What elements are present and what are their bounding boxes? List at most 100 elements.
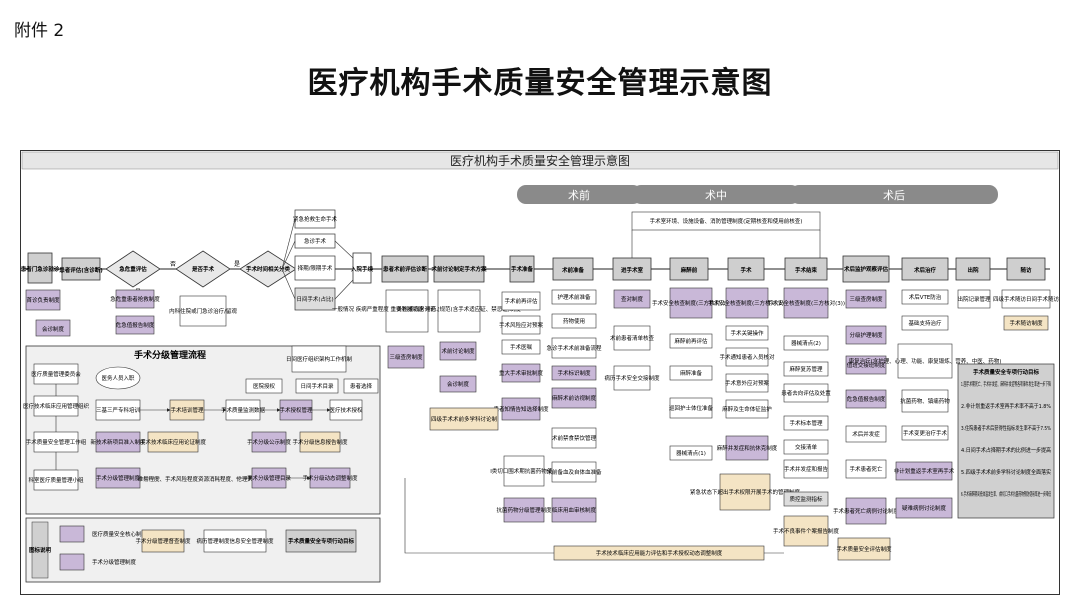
node-discharge: 出院 bbox=[967, 266, 979, 274]
note-critical-rescue: 急危重患者抢救制度 bbox=[110, 295, 160, 303]
preop-eval-details: 一般情况 疾病严重程度 重要脏器功能 用药、凝血 心理、营养 bbox=[332, 305, 482, 313]
pprep-fasting: 术前禁食禁饮管理 bbox=[552, 434, 597, 442]
day-surgery-catalog: 日间手术目录 bbox=[300, 382, 334, 390]
sprep-major-approval: 重大手术审批制度 bbox=[499, 369, 544, 377]
phase-intraop-bar bbox=[632, 185, 800, 204]
sprep-risk-plan: 手术风险应对预案 bbox=[499, 321, 544, 329]
goal-item-2: 2.非计划重返手术室再手术率不高于1.8% bbox=[961, 402, 1051, 410]
pprep-emergency-flow: 急诊手术术前准备流程 bbox=[546, 344, 602, 352]
goal-item-3: 3.住院患者手术后获得性指标发生率不高于7.5% bbox=[961, 424, 1051, 432]
end-adverse-report: 手术不良事件个案报告制度 bbox=[773, 527, 840, 535]
preop-discussion-rules: 外科或病房讨论 (规范(含手术适应证、禁忌证)制度 bbox=[397, 305, 521, 313]
goal-title: 手术质量安全专项行动目标 bbox=[973, 368, 1040, 376]
sprep-reassess: 手术前再评估 bbox=[504, 297, 538, 305]
followup-details: 四级手术随访日间手术随访 bbox=[993, 295, 1060, 303]
legend-swatch-goal bbox=[285, 529, 357, 553]
gf-grading-report: 手术分级信息报告制度 bbox=[292, 438, 348, 446]
pprep-marking: 手术标识制度 bbox=[557, 369, 591, 377]
legend-goal: 手术质量安全专项行动目标 bbox=[288, 537, 355, 545]
note-consultation: 会诊制度 bbox=[42, 325, 65, 333]
discharge-record: 出院记录管理 bbox=[957, 295, 991, 303]
day-surgery-patient-select: 患者选择 bbox=[350, 382, 373, 390]
node-surgery-prep: 手术准备 bbox=[511, 265, 534, 273]
pt-unplanned-return: 非计划重返手术室再手术 bbox=[894, 467, 955, 475]
surg-notify: 手术通知患者入员核对 bbox=[719, 353, 775, 361]
surg-check-2: 手术安全核查制度(三方核对(2)) bbox=[708, 299, 786, 307]
urgency-emergency-rescue: 紧急抢救生命手术 bbox=[293, 215, 338, 223]
end-recovery: 麻醉复苏管理 bbox=[789, 365, 823, 373]
postop-monitor-column: 三级查房制度 分级护理制度 值班交接班制度 危急值报告制度 术后并发症 手术患者… bbox=[833, 289, 900, 525]
legend-swatch-supervision bbox=[141, 529, 185, 553]
gf-safety-group: 手术质量安全管理工作组 bbox=[26, 438, 87, 446]
node-surgery-decision: 是否手术 bbox=[191, 265, 215, 273]
legend-title: 图标说明 bbox=[29, 546, 52, 554]
pprep-nursing: 护理术前准备 bbox=[557, 293, 591, 301]
sprep-order: 手术医嘱 bbox=[510, 343, 533, 351]
gf-grading-system: 手术分级管理制度 bbox=[96, 474, 141, 482]
gf-criteria: 难易程度、手术风险程度资源消耗程度、伦理风险 bbox=[137, 475, 259, 483]
sprep-informed-consent: 患者知情告知选择制度 bbox=[493, 405, 549, 413]
gf-basic-training: 三基三严专科培训 bbox=[96, 406, 141, 414]
urgency-emergency: 急诊手术 bbox=[304, 237, 327, 245]
legend-core: 医疗质量安全核心制度 bbox=[92, 530, 148, 538]
anesthesia-column: 手术安全核查制度(三方核对(1)) 麻醉前再评估 麻醉准备 巡回护士体位准备 器… bbox=[652, 287, 730, 461]
pm-nursing-grade: 分级护理制度 bbox=[849, 331, 883, 339]
gf-grading-catalog: 手术分级管理目录 bbox=[247, 474, 292, 482]
pm-death: 手术患者死亡 bbox=[849, 465, 883, 473]
node-timing-class: 手术时间相关分类 bbox=[246, 265, 291, 273]
urgency-column: 紧急抢救生命手术 急诊手术 择期/限期手术 日间手术(占比) bbox=[281, 209, 354, 311]
goal-item-5: 5.四级手术术前多学科讨论制度全面落实 bbox=[961, 468, 1051, 476]
node-preop-discussion: 术前讨论制定手术方案 bbox=[431, 265, 487, 273]
surg-complication: 麻醉并发症和抗休克制度 bbox=[717, 444, 778, 452]
gf-quality-committee: 医疗质量管理委员会 bbox=[31, 370, 81, 378]
preop-eval-rounds: 三级查房制度 bbox=[389, 353, 423, 361]
diagram-header-text: 医疗机构手术质量安全管理示意图 bbox=[450, 153, 630, 168]
node-anesthesia: 麻醉前 bbox=[680, 266, 698, 274]
pt-analgesics: 抗菌药物、镇痛药物 bbox=[900, 397, 950, 405]
node-followup: 随访 bbox=[1020, 266, 1032, 274]
preop-discussion-system: 术前讨论制度 bbox=[441, 347, 475, 355]
note-first-diagnosis: 首诊负责制度 bbox=[26, 296, 60, 304]
pprep-antibiotic-grading: 抗菌药物分级管理制度 bbox=[496, 506, 552, 514]
graded-flow-title: 手术分级管理流程 bbox=[134, 349, 206, 361]
node-enter-or: 进手术室 bbox=[621, 266, 644, 274]
node-critical-eval: 急危重评估 bbox=[119, 265, 147, 273]
followup-system: 手术随访制度 bbox=[1009, 319, 1043, 327]
node-assessment: 患者评估(含诊断) bbox=[59, 266, 103, 274]
gf-training-mgmt: 手术培训管理 bbox=[170, 406, 204, 414]
or-verification: 查对制度 bbox=[621, 295, 644, 303]
flow-diagram: 医疗机构手术质量安全管理示意图 术前 术中 术后 患者门急诊就诊 患者评估(含诊… bbox=[20, 150, 1060, 595]
pprep-antibiotic-use: I类切口围术期抗菌药物使用 bbox=[490, 467, 558, 475]
pm-complications: 术后并发症 bbox=[852, 430, 880, 438]
gf-staff-entry: 医务人员入职 bbox=[101, 374, 135, 382]
pprep-blood-review: 临床用血审核制度 bbox=[552, 506, 597, 514]
node-surgery: 手术 bbox=[740, 266, 752, 274]
pt-basic-support: 基础支持治疗 bbox=[908, 319, 942, 327]
pm-rounds: 三级查房制度 bbox=[849, 295, 883, 303]
surgery-prep-column: 手术前再评估 手术风险应对预案 手术医嘱 重大手术审批制度 患者知情告知选择制度 bbox=[493, 291, 549, 421]
goal-item-4: 4.日间手术占择期手术的比例进一步提高 bbox=[961, 446, 1051, 454]
urgency-elective: 择期/限期手术 bbox=[298, 264, 333, 272]
pm-death-discussion: 手术患者死亡病例讨论制度 bbox=[833, 507, 900, 515]
goal-box: 手术质量安全专项行动目标 1.围手术期死亡、手术并发症、麻醉并发症等各项事件发生… bbox=[957, 363, 1055, 519]
preop-prep-column: 护理术前准备 药物使用 急诊手术术前准备流程 手术标识制度 麻醉术前访视制度 术… bbox=[490, 289, 602, 523]
phase-postop-bar bbox=[790, 185, 998, 204]
end-count-2: 器械清点(2) bbox=[791, 339, 821, 347]
pprep-anesthesia-visit: 麻醉术前访视制度 bbox=[552, 394, 597, 402]
pt-rehab: 康复治疗(含护理、心理、功能、康复锻炼、营养、中医、药物) bbox=[849, 357, 1002, 365]
anes-positioning: 巡回护士体位准备 bbox=[669, 404, 714, 412]
node-visit: 患者门急诊就诊 bbox=[21, 265, 60, 273]
anes-instrument-count: 器械清点(1) bbox=[676, 449, 706, 457]
phase-preop-bar bbox=[517, 185, 642, 204]
node-preop-prep: 术前准备 bbox=[562, 266, 585, 274]
surg-accident-plan: 手术意外应对预案 bbox=[725, 379, 770, 387]
branch-no-label: 否 bbox=[170, 261, 176, 268]
urgency-day-surgery: 日间手术(占比) bbox=[296, 295, 333, 303]
legend-swatch-core bbox=[59, 525, 85, 543]
end-complication-report: 手术并发症和报告 bbox=[784, 465, 829, 473]
day-surgery-authorization: 医院授权 bbox=[253, 382, 276, 390]
surg-vitals: 麻醉及生命体征监护 bbox=[722, 405, 772, 413]
diagram-header bbox=[21, 151, 1059, 170]
gf-dynamic-adjust: 手术分级动态调整制度 bbox=[302, 474, 358, 482]
legend-records: 病历管理制度信息安全管理制度 bbox=[196, 537, 274, 545]
